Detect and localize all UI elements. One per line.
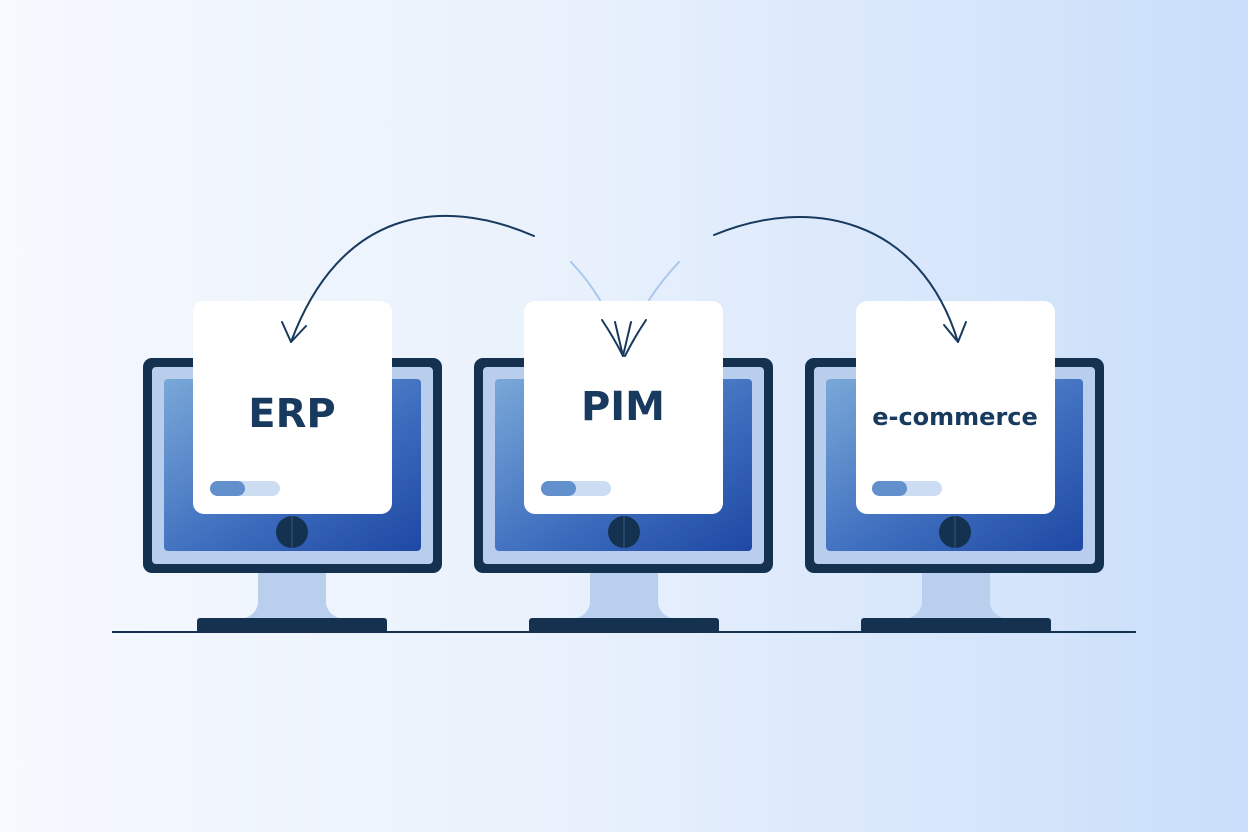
system-card (856, 301, 1055, 514)
system-card (193, 301, 392, 514)
progress-fill (210, 481, 245, 496)
curved-arrow-icon (281, 214, 535, 343)
progress-fill (872, 481, 907, 496)
monitor-erp: ERP (143, 301, 442, 633)
monitor-ecommerce: e-commerce (805, 301, 1104, 633)
monitor-stand (568, 572, 680, 620)
progress-fill (541, 481, 576, 496)
monitor-stand (236, 572, 348, 620)
monitor-stand (900, 572, 1012, 620)
monitor-base (529, 618, 719, 633)
monitor-base (861, 618, 1051, 633)
incoming-arrows-icon (570, 261, 680, 357)
system-card (524, 301, 723, 514)
webcam-icon (276, 516, 308, 548)
curved-arrow-icon (713, 216, 967, 343)
monitor-pim: PIM (474, 301, 773, 633)
system-label: e-commerce (872, 403, 1038, 431)
monitor-base (197, 618, 387, 633)
webcam-icon (608, 516, 640, 548)
system-label: PIM (581, 384, 665, 430)
system-label: ERP (248, 391, 335, 437)
webcam-icon (939, 516, 971, 548)
